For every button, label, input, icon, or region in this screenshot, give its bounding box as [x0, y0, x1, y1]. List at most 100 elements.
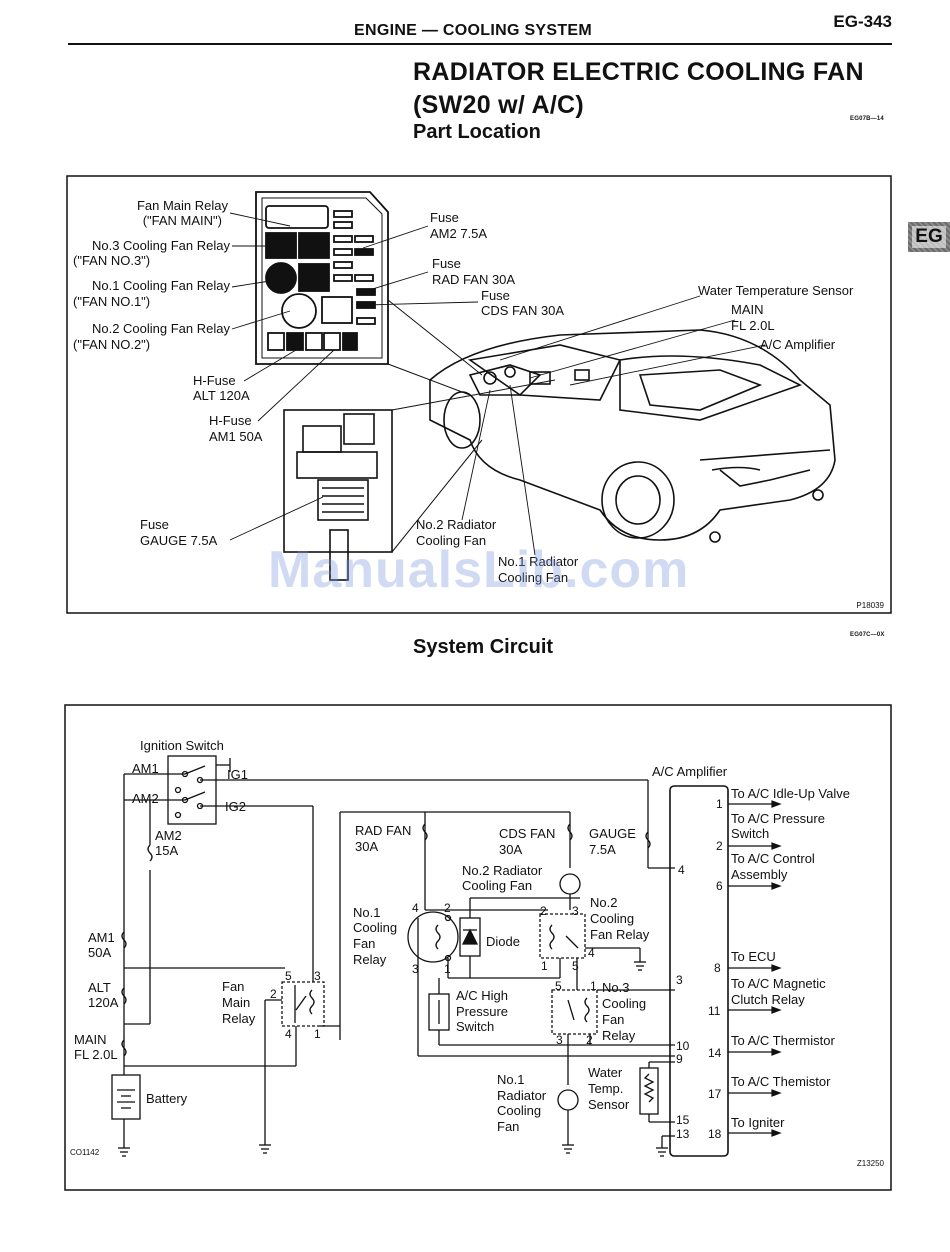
running-header: ENGINE — COOLING SYSTEM [354, 22, 593, 39]
label-to-thermistor-a: To A/C Thermistor [731, 1033, 835, 1048]
label-water-temp-3: Sensor [588, 1097, 630, 1112]
svg-text:14: 14 [708, 1046, 722, 1060]
label-no3-relay-2: Cooling [602, 996, 646, 1011]
svg-text:2: 2 [444, 901, 451, 915]
label-no1-relay-4: Relay [353, 952, 387, 967]
label-no1-relay-2: Cooling [353, 920, 397, 935]
label-no3-relay-code: ("FAN NO.3") [73, 253, 150, 268]
svg-text:18: 18 [708, 1127, 722, 1141]
label-fuse-am2: Fuse [430, 210, 459, 225]
svg-text:1: 1 [541, 959, 548, 973]
label-no1-rad-fan-2: Cooling Fan [498, 570, 568, 585]
label-fuse-cdsfan-value: CDS FAN 30A [481, 303, 564, 318]
label-no1-relay: No.1 [353, 905, 380, 920]
label-fan-main-relay-3: Relay [222, 1011, 256, 1026]
svg-text:9: 9 [676, 1052, 683, 1066]
label-to-igniter: To Igniter [731, 1115, 785, 1130]
svg-text:5: 5 [555, 979, 562, 993]
relay-box [255, 191, 389, 365]
label-alt-fuse-value: 120A [88, 995, 119, 1010]
svg-text:1: 1 [716, 797, 723, 811]
label-hfuse-alt-value: ALT 120A [193, 388, 250, 403]
label-main-fuse: MAIN [74, 1032, 107, 1047]
svg-text:4: 4 [678, 863, 685, 877]
watermark: ManualsLib.com [268, 541, 690, 599]
svg-text:13: 13 [676, 1127, 690, 1141]
svg-text:3: 3 [572, 904, 579, 918]
label-to-magnetic-2: Clutch Relay [731, 992, 805, 1007]
fuse-block-inset [283, 409, 393, 581]
label-hfuse-am1: H-Fuse [209, 413, 252, 428]
label-ignition-switch: Ignition Switch [140, 738, 224, 753]
label-ig1: IG1 [227, 767, 248, 782]
label-ac-amplifier: A/C Amplifier [652, 764, 728, 779]
label-no1-rad-fan-4: Fan [497, 1119, 519, 1134]
label-no2-relay-code: ("FAN NO.2") [73, 337, 150, 352]
label-fuse-cdsfan: Fuse [481, 288, 510, 303]
svg-text:1: 1 [444, 962, 451, 976]
label-no2-rad-fan: No.2 Radiator [416, 517, 497, 532]
label-fuse-radfan-value: RAD FAN 30A [432, 272, 515, 287]
label-am2-fuse-value: 15A [155, 843, 178, 858]
label-fan-main-relay: Fan [222, 979, 244, 994]
label-to-ecu: To ECU [731, 949, 776, 964]
svg-text:11: 11 [708, 1004, 721, 1018]
label-am1-fuse-value: 50A [88, 945, 111, 960]
system-circuit-code: EG07C—0X [850, 632, 885, 638]
label-fuse-gauge: Fuse [140, 517, 169, 532]
label-hp-switch-3: Switch [456, 1019, 494, 1034]
circuit-frame [64, 704, 892, 1191]
label-no2-rad-fan: No.2 Radiator [462, 863, 543, 878]
label-no2-relay: No.2 Cooling Fan Relay [92, 321, 231, 336]
circuit-wires [111, 755, 729, 1157]
label-gauge-value: 7.5A [589, 842, 616, 857]
part-location-heading: Part Location [413, 121, 541, 143]
svg-text:2: 2 [586, 1033, 593, 1047]
label-main-fl: MAIN [731, 302, 764, 317]
label-no2-relay-2: Cooling [590, 911, 634, 926]
label-no3-relay: No.3 [602, 980, 629, 995]
label-to-magnetic: To A/C Magnetic [731, 976, 826, 991]
label-rad-fan: RAD FAN [355, 823, 411, 838]
label-fuse-gauge-value: GAUGE 7.5A [140, 533, 218, 548]
label-am2-fuse: AM2 [155, 828, 182, 843]
label-diode: Diode [486, 934, 520, 949]
label-water-temp-2: Temp. [588, 1081, 623, 1096]
svg-text:4: 4 [412, 901, 419, 915]
label-to-control: To A/C Control [731, 851, 815, 866]
svg-text:3: 3 [556, 1033, 563, 1047]
svg-text:2: 2 [270, 987, 277, 1001]
label-am1-fuse: AM1 [88, 930, 115, 945]
label-am1: AM1 [132, 761, 159, 776]
header-rule [68, 43, 892, 45]
label-no1-relay: No.1 Cooling Fan Relay [92, 278, 231, 293]
label-gauge: GAUGE [589, 826, 636, 841]
svg-text:1: 1 [590, 979, 597, 993]
leader-lines [229, 212, 766, 556]
label-hfuse-am1-value: AM1 50A [209, 429, 263, 444]
label-fan-main-relay-code: ("FAN MAIN") [143, 213, 222, 228]
label-to-pressure-2: Switch [731, 826, 769, 841]
label-no1-rad-fan-2: Radiator [497, 1088, 547, 1103]
label-to-idle-up: To A/C Idle-Up Valve [731, 786, 850, 801]
label-no3-relay: No.3 Cooling Fan Relay [92, 238, 231, 253]
label-main-fuse-value: FL 2.0L [74, 1047, 118, 1062]
label-hfuse-alt: H-Fuse [193, 373, 236, 388]
svg-text:4: 4 [285, 1027, 292, 1041]
svg-text:1: 1 [314, 1027, 321, 1041]
ignition-switch-body [167, 755, 217, 825]
label-cds-fan: CDS FAN [499, 826, 555, 841]
system-circuit-heading: System Circuit [413, 636, 554, 658]
svg-text:2: 2 [540, 904, 547, 918]
part-location-code: EG07B—14 [850, 116, 884, 122]
svg-text:3: 3 [314, 969, 321, 983]
label-no2-rad-fan-2: Cooling Fan [416, 533, 486, 548]
label-no3-relay-3: Fan [602, 1012, 624, 1027]
label-am2: AM2 [132, 791, 159, 806]
svg-text:17: 17 [708, 1087, 722, 1101]
svg-text:15: 15 [676, 1113, 690, 1127]
label-hp-switch: A/C High [456, 988, 508, 1003]
figure-frame [66, 175, 892, 614]
amp-output-arrows [728, 800, 782, 1137]
label-no1-rad-fan-3: Cooling [497, 1103, 541, 1118]
